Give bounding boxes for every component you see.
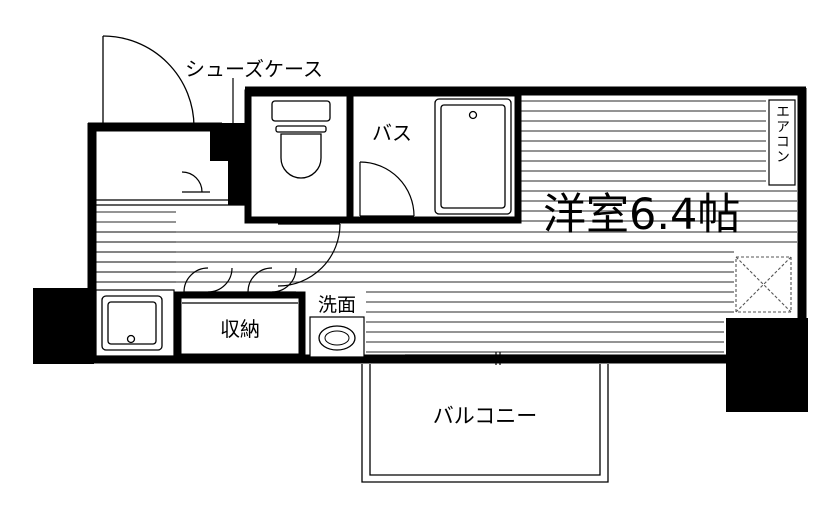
wall-block-entry (210, 123, 246, 161)
toilet-fixture (271, 100, 331, 179)
flooring-lines (96, 100, 797, 353)
shoe-case-label: シューズケース (185, 57, 323, 81)
bath-door (359, 161, 415, 217)
entry-door (102, 35, 195, 128)
sink-fixture (101, 295, 163, 351)
bath-label: バス (372, 121, 412, 145)
storage-doors (183, 267, 297, 293)
storage-label: 収納 (220, 317, 260, 341)
western-room-label: 洋室6.4帖 (543, 190, 740, 240)
aircon-unit (768, 99, 796, 186)
toilet-door (277, 223, 341, 287)
aircon-label: エアコン (774, 104, 790, 164)
washbasin-label: 洗面 (318, 294, 356, 316)
storage-room (174, 291, 306, 361)
wall-block-entry-2 (228, 161, 246, 205)
column-right (726, 318, 808, 412)
washbasin-bowl (318, 325, 356, 351)
column-left (33, 288, 94, 364)
shoe-case-door (181, 171, 210, 193)
entry-step (96, 199, 246, 206)
balcony-window (405, 352, 600, 365)
balcony-label: バルコニー (433, 404, 538, 428)
ceiling-box (735, 256, 792, 313)
balcony (361, 364, 609, 483)
bathtub (434, 98, 512, 215)
